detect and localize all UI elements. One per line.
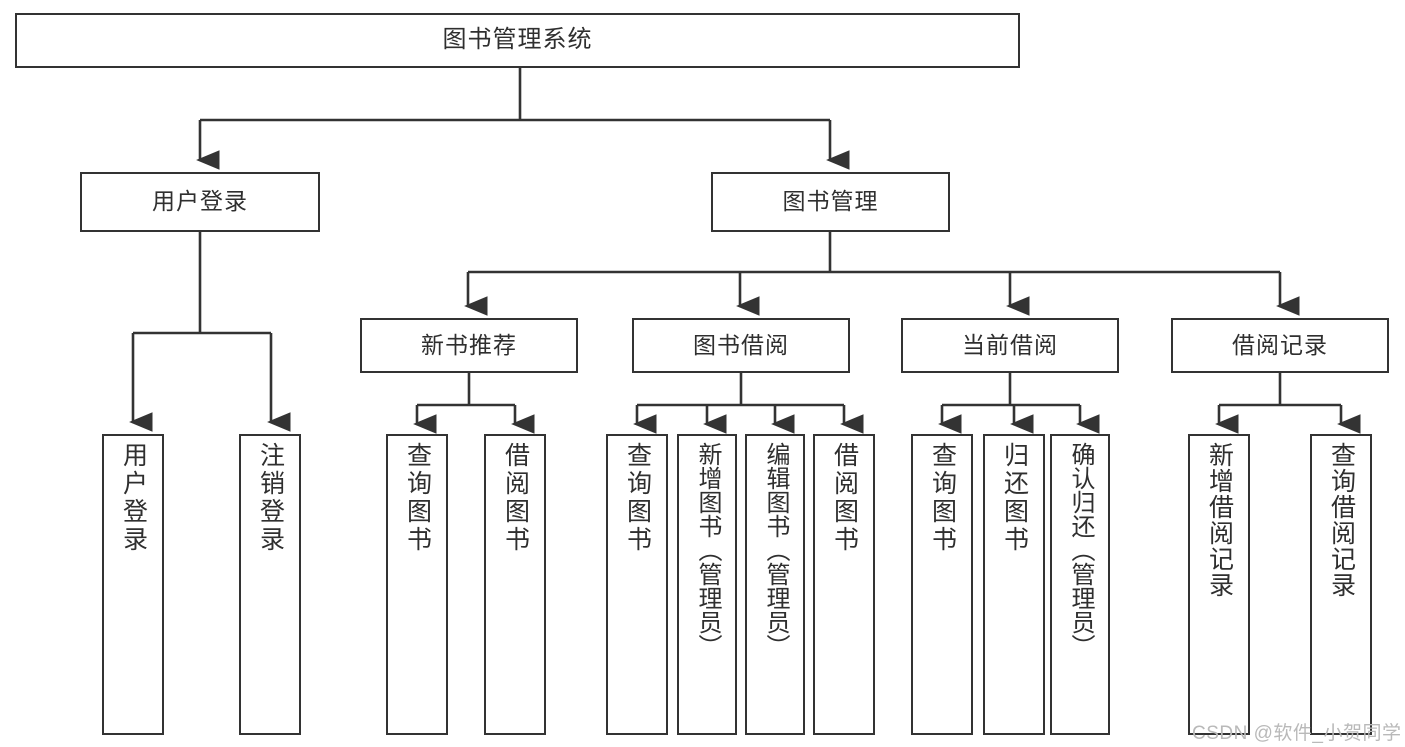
leaf-add-book-admin[interactable]: 新增图书（管理员） [677,434,737,735]
leaf-edit-book-admin-label: 编辑图书（管理员） [762,442,789,658]
leaf-lend-book-label: 借阅图书 [830,442,859,554]
leaf-query-book-newbook[interactable]: 查询图书 [386,434,448,735]
leaf-query-book-newbook-label: 查询图书 [403,442,432,554]
node-book-borrow[interactable]: 图书借阅 [632,318,850,373]
leaf-lend-book[interactable]: 借阅图书 [813,434,875,735]
leaf-confirm-return-admin[interactable]: 确认归还（管理员） [1050,434,1110,735]
leaf-query-book-borrow-label: 查询图书 [623,442,652,554]
leaf-add-book-admin-label: 新增图书（管理员） [694,442,721,658]
node-book-management-label: 图书管理 [782,188,879,215]
node-current-borrow[interactable]: 当前借阅 [901,318,1119,373]
node-book-management[interactable]: 图书管理 [711,172,950,232]
node-current-borrow-label: 当前借阅 [962,331,1058,358]
node-root[interactable]: 图书管理系统 [15,13,1020,68]
leaf-logout-label: 注销登录 [256,442,285,554]
node-new-book-recommend[interactable]: 新书推荐 [360,318,578,373]
node-book-borrow-label: 图书借阅 [693,331,789,358]
leaf-query-book-current-label: 查询图书 [928,442,957,554]
leaf-logout[interactable]: 注销登录 [239,434,301,735]
node-new-book-recommend-label: 新书推荐 [421,331,517,358]
leaf-query-book-current[interactable]: 查询图书 [911,434,973,735]
leaf-query-book-borrow[interactable]: 查询图书 [606,434,668,735]
leaf-add-borrow-record[interactable]: 新增借阅记录 [1188,434,1250,735]
node-user-login[interactable]: 用户登录 [80,172,320,232]
leaf-query-borrow-record[interactable]: 查询借阅记录 [1310,434,1372,735]
leaf-confirm-return-admin-label: 确认归还（管理员） [1067,442,1094,658]
leaf-user-login-label: 用户登录 [119,442,148,554]
leaf-borrow-book-newbook[interactable]: 借阅图书 [484,434,546,735]
leaf-return-book-label: 归还图书 [1000,442,1029,554]
leaf-borrow-book-newbook-label: 借阅图书 [501,442,530,554]
node-root-label: 图书管理系统 [442,26,593,54]
leaf-user-login[interactable]: 用户登录 [102,434,164,735]
leaf-query-borrow-record-label: 查询借阅记录 [1327,442,1356,598]
leaf-add-borrow-record-label: 新增借阅记录 [1205,442,1234,598]
leaf-edit-book-admin[interactable]: 编辑图书（管理员） [745,434,805,735]
csdn-watermark: CSDN @软件_小贺同学 [1192,723,1402,744]
node-user-login-label: 用户登录 [152,188,248,215]
node-borrow-record-label: 借阅记录 [1232,331,1328,358]
leaf-return-book[interactable]: 归还图书 [983,434,1045,735]
node-borrow-record[interactable]: 借阅记录 [1171,318,1389,373]
